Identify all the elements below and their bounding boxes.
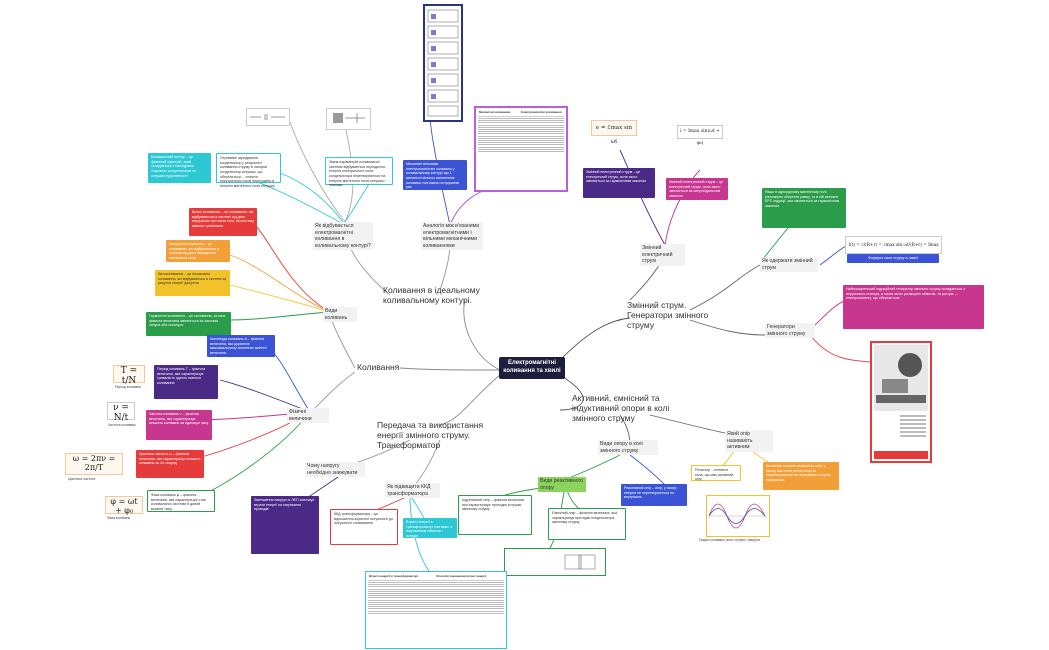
branch-ac-current[interactable]: Змінний струм. Генератори змінного струм… [627, 300, 709, 331]
topic-circuit-types[interactable]: Види опору в колі змінного струму [598, 440, 658, 455]
trans-head-reduce: Способи зменшення втрат енергії [436, 574, 487, 578]
formula-lamp: I(t) = ℰ/(R+r) = ℰmax sin ωt/(R+r) = Ima… [845, 236, 942, 263]
card-forced-osc[interactable]: Вимушені коливання – це коливання, які в… [166, 240, 230, 262]
formula-phase: φ = ωt + φ₀ [105, 496, 143, 515]
analogy-image-column [423, 4, 463, 122]
card-frequency[interactable]: Частота коливань ν – фізична величина, я… [146, 410, 212, 440]
card-phase[interactable]: Фаза коливань φ – фізична величина, яка … [147, 490, 215, 512]
generator-image [870, 341, 932, 463]
card-voltage[interactable]: Зменшення напруги в ЛЕП зменшує втрати е… [251, 496, 319, 554]
card-active[interactable]: Активним опором називають опір, у якому … [763, 462, 839, 490]
formula-ac-i: i = Imax sin(ωt + φ₀) [677, 125, 723, 146]
card-formula-caption[interactable]: Формула сили струму в лампі [847, 254, 939, 263]
topic-generators[interactable]: Генератори змінного струму [765, 323, 815, 338]
trans-head-loss: Втрати енергії в трансформаторі [369, 574, 419, 578]
topic-types[interactable]: Види коливань [323, 307, 357, 322]
central-topic[interactable]: Електромагнітні коливання та хвилі [499, 357, 565, 379]
caption-cyclic: Циклічна частота [68, 477, 96, 481]
card-circuit-def[interactable]: Коливальний контур – це фізичний пристрі… [148, 153, 211, 183]
circuit-image-2 [326, 108, 371, 130]
card-kkd-2[interactable]: Втрати енергії в трансформаторі пов'язан… [403, 518, 457, 538]
card-reactive[interactable]: Реактивний опір – опір, у якому енергія … [621, 484, 687, 506]
card-charge-cap[interactable]: Отримане заряджання конденсатор у резуль… [216, 153, 281, 188]
card-cyclic[interactable]: Циклічна частота ω – фізична величина, я… [136, 450, 204, 478]
caption-graph: Графік коливань сили струму і напруги [699, 538, 760, 542]
card-auto-osc[interactable]: Автоколивання – це незгасаючі коливання,… [155, 270, 230, 296]
branch-resistances[interactable]: Активний, ємнісний та індуктивний опори … [572, 393, 670, 424]
card-amplitude[interactable]: Амплітуда коливань A – фізична величина,… [207, 335, 275, 357]
card-induced[interactable]: Змінний електричний струм – це електричн… [666, 178, 728, 200]
topic-how-occurs[interactable]: Як відбувається електромагнітні коливанн… [313, 222, 373, 250]
analogy-head-em: Електромагнітні коливання [521, 110, 562, 114]
card-rotate-frame[interactable]: Якщо в однорідному магнітному полі рівно… [762, 188, 846, 228]
formula-period: T = t/N [113, 365, 145, 386]
topic-ac-graph[interactable]: Змінний електричний струм [640, 244, 685, 266]
topic-why-load[interactable]: Чому напругу необхідно знижувати [305, 462, 365, 477]
circuit-image-1 [246, 108, 290, 126]
card-analogy[interactable]: Механічні вільними електромагнітних коли… [403, 160, 467, 190]
branch-transmission[interactable]: Передача та використання енергії змінног… [377, 420, 484, 451]
card-capacitive[interactable]: Ємнісний опір – фізична величина, яка ха… [548, 508, 626, 540]
card-free-osc[interactable]: Вільні коливання – це коливання, які від… [189, 208, 257, 236]
caption-phase: Фаза коливань [107, 516, 131, 520]
topic-how-get[interactable]: Як одержати змінний струм [760, 257, 818, 272]
topic-capacitive[interactable]: Види реактивного опору [538, 477, 586, 492]
analogy-head-mech: Механічні коливання [479, 110, 511, 114]
topic-active-r[interactable]: Який опір називають активним [725, 430, 773, 452]
capacitive-image [504, 548, 606, 576]
analogy-table: Механічні коливання Електромагнітні колив… [474, 106, 568, 192]
card-ac-def[interactable]: Змінний електричний струм – це електричн… [583, 168, 655, 198]
card-generator[interactable]: Найпоширеніший індукційний генератор змі… [843, 285, 984, 329]
graph-current-voltage [706, 495, 770, 537]
formula-frequency: ν = N/t [107, 402, 135, 423]
topic-kkd[interactable]: Як підвищити ККД трансформатора [385, 483, 440, 498]
card-active-2[interactable]: Резистор – елемент кола, що має активний… [691, 465, 741, 481]
transformer-table: Втрати енергії в трансформаторі Способи з… [365, 571, 507, 649]
card-kkd[interactable]: ККД трансформатора – це відношення корис… [330, 509, 398, 545]
card-period[interactable]: Період коливань T – фізична величина, як… [154, 365, 218, 399]
card-energy[interactable]: Зміна параметрів коливальної системи від… [325, 157, 393, 187]
branch-ideal-circuit[interactable]: Коливання в ідеальному коливальному конт… [383, 285, 480, 306]
formula-ac-e: e = ℰmax sin ωt [591, 120, 637, 145]
branch-oscillations[interactable]: Коливання [357, 362, 400, 372]
card-inductive[interactable]: Індуктивний опір – фізична величина, яка… [458, 495, 532, 535]
topic-analogy[interactable]: Аналогія між в'язаними електромагнітними… [421, 222, 483, 250]
topic-values[interactable]: Фізичні величини [287, 408, 329, 423]
caption-period: Період коливань [115, 385, 142, 389]
caption-frequency: Частота коливань [108, 423, 137, 427]
card-harmonic[interactable]: Гармонічні коливання – це коливання, за … [146, 312, 231, 336]
formula-cyclic: ω = 2πν = 2π/T [65, 453, 123, 475]
